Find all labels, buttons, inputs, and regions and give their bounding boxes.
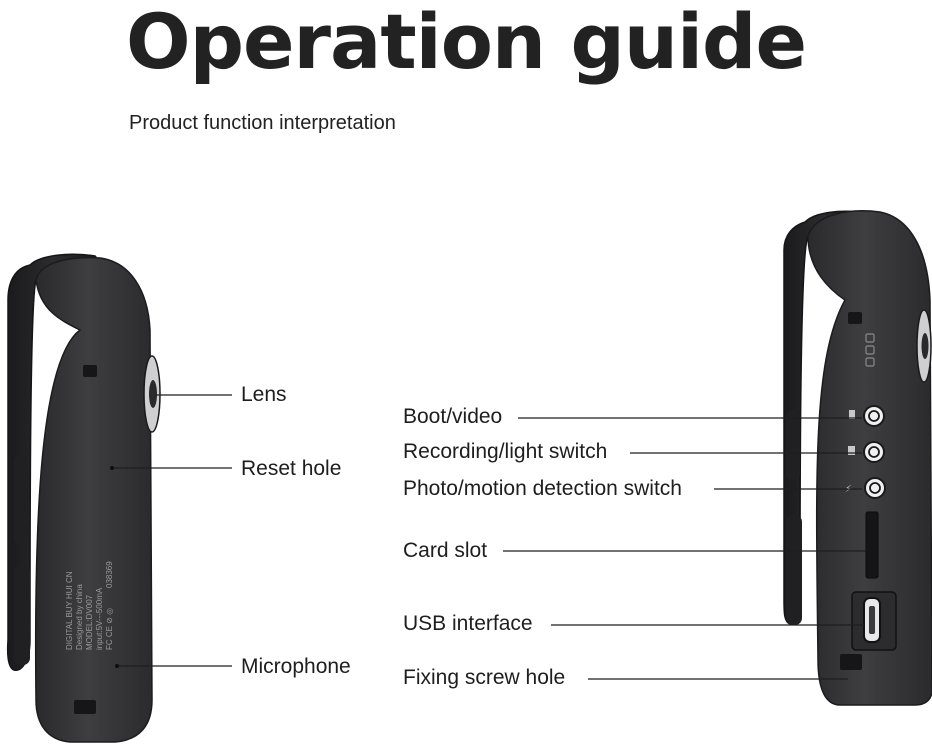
card-slot <box>865 511 879 579</box>
right-device: ⚡ <box>783 210 932 706</box>
printed-label-line-3: MODEL:DV007 <box>85 594 94 650</box>
printed-label-line-2: Designed by china <box>75 584 84 650</box>
left-device-grip-lower <box>14 565 30 665</box>
page-subtitle: Product function interpretation <box>129 112 396 134</box>
printed-label-serial: 038369 <box>105 561 114 588</box>
right-device-grip-upper <box>786 410 800 480</box>
printed-label-line-4: input:5V---500mA <box>95 587 104 650</box>
right-device-indicator-1 <box>865 333 875 343</box>
callout-reset-hole: Reset hole <box>241 457 342 480</box>
printed-label-certification-marks: FC CE ⊘ ◎ <box>105 608 114 650</box>
callout-fixing-screw-hole: Fixing screw hole <box>403 666 566 689</box>
callout-microphone: Microphone <box>241 655 351 678</box>
callout-usb-interface: USB interface <box>403 612 533 635</box>
boot-video-button <box>849 405 885 427</box>
right-device-lens-center <box>921 333 929 359</box>
left-device-lens-center <box>149 380 157 408</box>
fixing-screw-hole <box>840 654 862 670</box>
page-title: Operation guide <box>126 0 807 86</box>
printed-label-line-1: DIGITAL BUY HUI CN <box>65 571 74 650</box>
left-device-printed-label: DIGITAL BUY HUI CN Designed by china MOD… <box>65 561 114 650</box>
right-device-top-slot <box>848 312 862 324</box>
callout-photo-motion-switch: Photo/motion detection switch <box>403 477 682 500</box>
left-device-grip-upper <box>14 455 28 545</box>
callout-recording-light-switch: Recording/light switch <box>403 440 608 463</box>
left-device-reset-hole <box>110 466 114 470</box>
callout-lens: Lens <box>241 383 287 406</box>
left-device-bottom-slot <box>74 700 96 714</box>
right-device-indicator-2 <box>865 345 875 355</box>
callout-boot-video: Boot/video <box>403 405 503 428</box>
recording-light-switch-button <box>848 441 885 463</box>
usb-interface-tongue <box>869 606 875 634</box>
right-device-grip-lower <box>786 515 802 625</box>
left-device-microphone-hole <box>115 664 119 668</box>
callout-card-slot: Card slot <box>403 539 488 562</box>
left-device-top-slot <box>83 365 97 377</box>
left-device: DIGITAL BUY HUI CN Designed by china MOD… <box>6 253 161 743</box>
left-device-body <box>34 256 153 743</box>
right-device-indicator-3 <box>865 357 875 367</box>
